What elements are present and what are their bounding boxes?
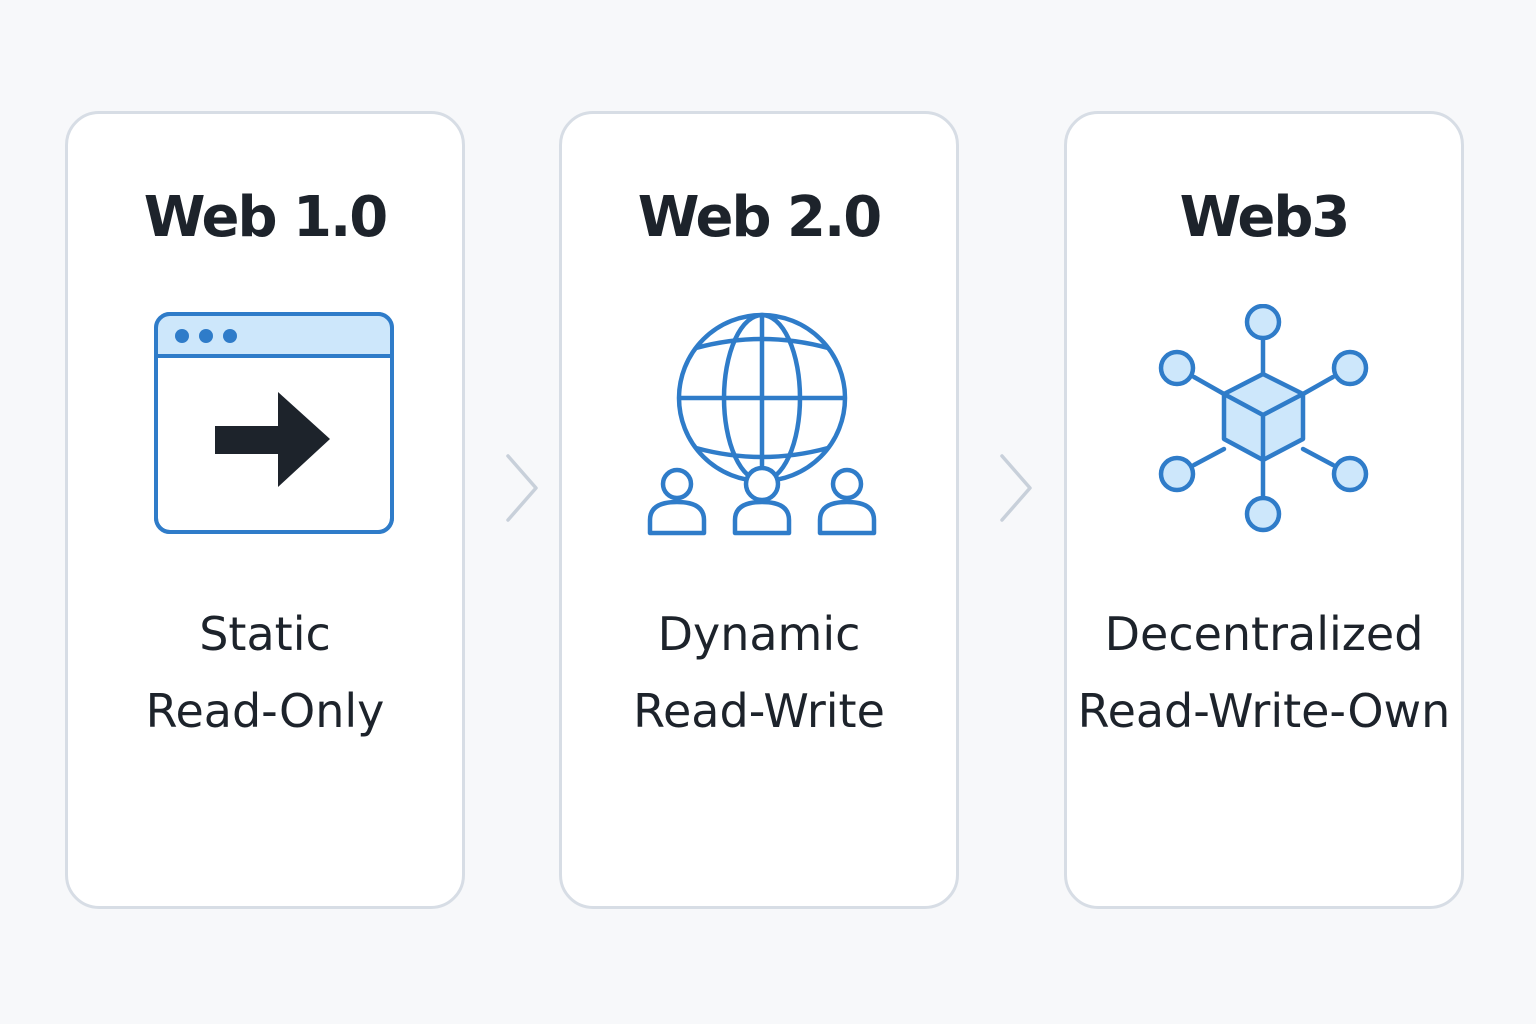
- stage-description-line2: Read-Write: [633, 684, 885, 738]
- stage-description-line1: Static: [199, 607, 331, 661]
- stage-card-web1: Web 1.0 Static Read-Only: [65, 111, 465, 909]
- stage-title: Web 2.0: [637, 185, 883, 250]
- globe-users-icon: [602, 304, 922, 544]
- stage-description: Decentralized Read-Write-Own: [1067, 596, 1461, 750]
- stage-title: Web3: [1179, 185, 1351, 250]
- stage-description-line1: Dynamic: [657, 607, 861, 661]
- stage-description-line2: Read-Write-Own: [1077, 684, 1451, 738]
- stage-card-web3: Web3: [1064, 111, 1464, 909]
- stage-description: Dynamic Read-Write: [562, 596, 956, 750]
- chevron-right-icon: [502, 452, 542, 524]
- blockchain-network-icon: [1107, 304, 1427, 544]
- browser-window-arrow-icon: [108, 304, 428, 544]
- stage-description-line2: Read-Only: [145, 684, 385, 738]
- stage-card-web2: Web 2.0 Dynamic Read-: [559, 111, 959, 909]
- stage-title: Web 1.0: [143, 185, 389, 250]
- chevron-right-icon: [996, 452, 1036, 524]
- stage-description-line1: Decentralized: [1104, 607, 1424, 661]
- stage-description: Static Read-Only: [68, 596, 462, 750]
